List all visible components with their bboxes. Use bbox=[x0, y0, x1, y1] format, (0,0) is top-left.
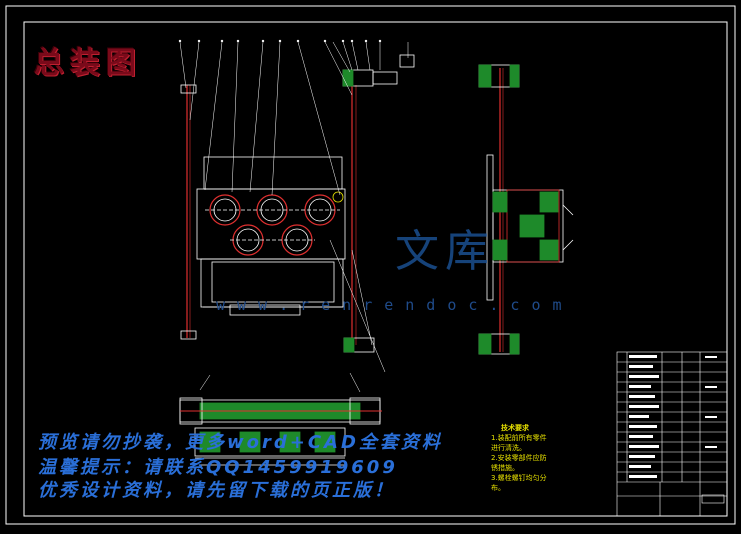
tech-requirement-item: 2.安装零部件应防锈措施。 bbox=[491, 454, 547, 472]
tech-requirements-heading: 技术要求 bbox=[501, 424, 529, 432]
side-view bbox=[478, 64, 574, 355]
watermark-line-2: 温馨提示：请联系QQ1459919609 bbox=[38, 457, 398, 478]
outer-border bbox=[5, 5, 736, 525]
leader-lines bbox=[178, 39, 409, 393]
tech-requirements: 技术要求 1.装配前所有零件进行清洗。 2.安装零部件应防锈措施。 3.螺栓螺钉… bbox=[491, 423, 551, 493]
inner-border bbox=[23, 21, 728, 517]
title-block bbox=[616, 351, 728, 517]
tech-requirement-item: 1.装配前所有零件进行清洗。 bbox=[491, 434, 547, 452]
watermark-line-1: 预览请勿抄袭，更多word+CAD全套资料 bbox=[38, 432, 443, 453]
watermark-site: www.renrendoc.com bbox=[216, 296, 574, 314]
tech-requirement-item: 3.螺栓螺钉均匀分布。 bbox=[491, 474, 547, 492]
title-block-text bbox=[629, 355, 717, 478]
drawing-title: 总装图 bbox=[34, 46, 142, 81]
plan-view bbox=[179, 397, 382, 466]
watermark-line-3: 优秀设计资料，请先留下载的页正版！ bbox=[38, 480, 395, 501]
watermark-logo: 文库 bbox=[395, 226, 495, 277]
